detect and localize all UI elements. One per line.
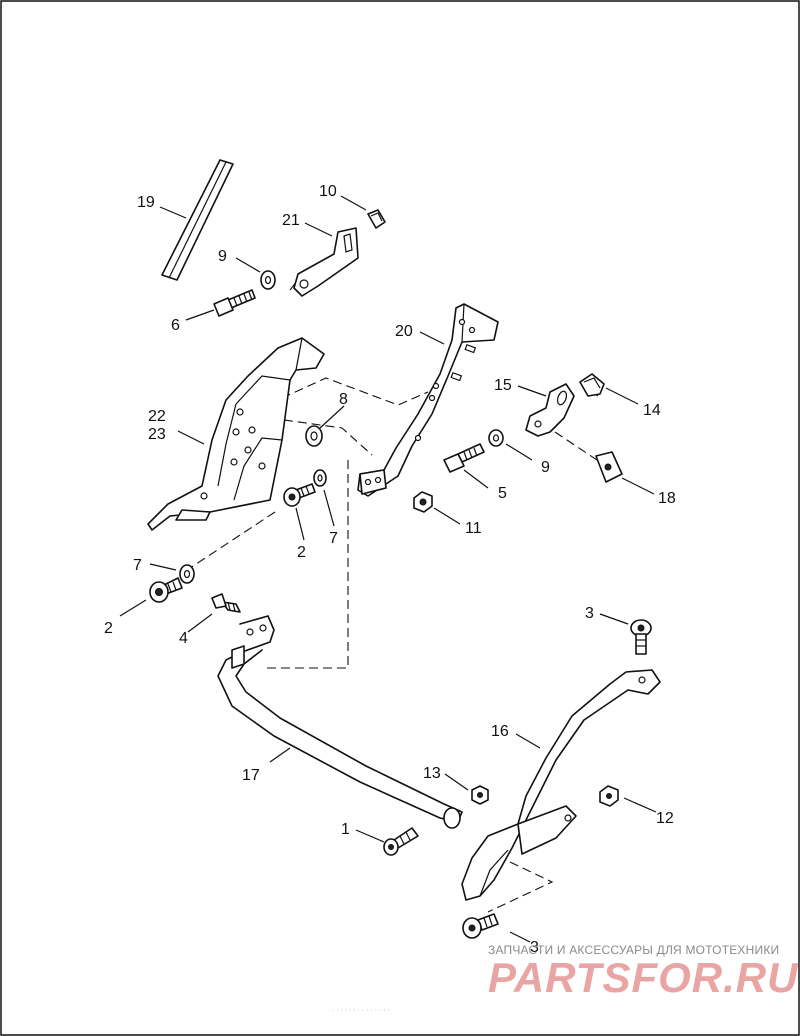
callout-3-bottom: 3 <box>530 939 539 956</box>
callout-13: 13 <box>423 765 441 782</box>
callout-7-right: 7 <box>329 530 338 547</box>
part-11-nut <box>413 491 433 513</box>
callout-16: 16 <box>491 723 509 740</box>
part-14-clip <box>579 373 605 397</box>
watermark-tagline: ЗАПЧАСТИ И АКСЕССУАРЫ ДЛЯ МОТОТЕХНИКИ <box>488 943 779 957</box>
part-16-bar <box>461 669 661 901</box>
part-8-washer <box>305 425 323 447</box>
callout-8: 8 <box>339 391 348 408</box>
watermark: ЗАПЧАСТИ И АКСЕССУАРЫ ДЛЯ МОТОТЕХНИКИ PA… <box>488 943 799 1001</box>
part-15-bracket <box>525 383 575 437</box>
part-2-bolt-right <box>283 483 316 507</box>
callout-19: 19 <box>137 194 155 211</box>
callout-3-top: 3 <box>585 605 594 622</box>
part-17-bar <box>217 615 463 829</box>
part-6-bolt <box>213 289 256 317</box>
part-1-bolt <box>383 827 419 856</box>
part-4-bolt <box>211 593 241 613</box>
callout-18: 18 <box>658 490 676 507</box>
callout-10: 10 <box>319 183 337 200</box>
callout-5: 5 <box>498 485 507 502</box>
callout-9-upper: 9 <box>218 248 227 265</box>
part-12-nut <box>599 785 619 807</box>
part-3-bolt-bottom <box>462 913 499 939</box>
part-18-clip-nut <box>595 451 623 483</box>
callout-2-left: 2 <box>104 620 113 637</box>
callout-22: 22 <box>148 408 166 425</box>
callout-20: 20 <box>395 323 413 340</box>
part-20-main-bracket <box>357 303 499 497</box>
callout-15: 15 <box>494 377 512 394</box>
part-5-bolt <box>443 443 485 473</box>
part-2-bolt-left <box>149 577 183 603</box>
callout-14: 14 <box>643 402 661 419</box>
callout-21: 21 <box>282 212 300 229</box>
watermark-brand: PARTSFOR.RU <box>488 954 799 1001</box>
part-19-strip <box>161 159 234 281</box>
callout-4: 4 <box>179 630 188 647</box>
callout-6: 6 <box>171 317 180 334</box>
part-7-washer-left <box>179 564 195 584</box>
part-10-clip <box>367 209 386 229</box>
callout-2-right: 2 <box>297 544 306 561</box>
part-22-23-side-cover <box>147 337 325 531</box>
callout-9-right: 9 <box>541 459 550 476</box>
part-21-bracket <box>293 227 359 297</box>
part-9-washer-upper <box>260 270 276 290</box>
leader-lines <box>119 195 657 943</box>
callout-labels: 19 10 21 9 6 20 15 14 8 22 23 9 5 18 11 … <box>104 183 676 956</box>
callout-17: 17 <box>242 767 260 784</box>
part-9-washer-right <box>488 429 504 447</box>
callout-7-left: 7 <box>133 557 142 574</box>
callout-11: 11 <box>465 520 482 537</box>
callout-12: 12 <box>656 810 674 827</box>
footer-text: · · · · · · · · · · · · · · <box>332 1007 390 1014</box>
part-3-bolt-top <box>630 619 652 655</box>
callout-23: 23 <box>148 426 166 443</box>
callout-1: 1 <box>341 821 350 838</box>
part-13-nut <box>471 785 489 805</box>
assembly-dash-lines <box>183 271 601 913</box>
part-7-washer-right <box>313 469 327 487</box>
